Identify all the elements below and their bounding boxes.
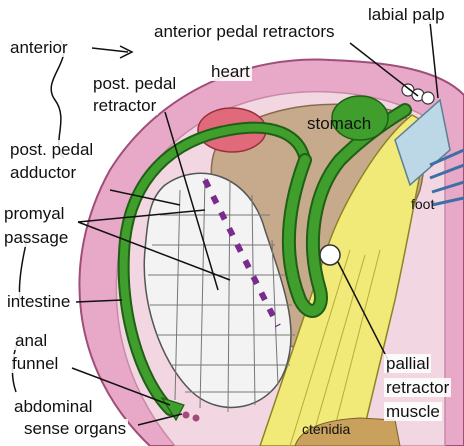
label-anal-funnel-line1: anal	[13, 331, 49, 350]
label-abdominal-sense-organs-line2: sense organs	[22, 419, 128, 438]
label-pallial-retractor-muscle-line1: pallial	[384, 354, 431, 373]
label-heart: heart	[209, 62, 252, 81]
pallial-retractor-ring	[320, 245, 340, 265]
label-promyal-passage-line2: passage	[2, 228, 70, 247]
label-post-pedal-retractor-line1: post. pedal	[91, 74, 178, 93]
label-promyal-passage-line1: promyal	[2, 204, 66, 223]
label-pallial-retractor-muscle-line2: retractor	[384, 378, 451, 397]
label-foot: foot	[409, 196, 436, 212]
label-anterior: anterior	[8, 38, 70, 57]
label-post-pedal-adductor-line1: post. pedal	[8, 140, 95, 159]
label-ctenidia: ctenidia	[300, 421, 352, 437]
label-intestine: intestine	[5, 292, 72, 311]
label-post-pedal-adductor-line2: adductor	[8, 163, 78, 182]
sense-organ-dot-1	[183, 412, 190, 419]
label-stomach: stomach	[305, 114, 373, 133]
label-abdominal-sense-organs-line1: abdominal	[12, 397, 94, 416]
label-post-pedal-retractor-line2: retractor	[91, 96, 158, 115]
label-anal-funnel-line2: funnel	[10, 354, 60, 373]
label-anterior-pedal-retractors: anterior pedal retractors	[152, 22, 336, 41]
label-labial-palp: labial palp	[366, 5, 447, 24]
sense-organ-dot-2	[193, 415, 200, 422]
label-pallial-retractor-muscle-line3: muscle	[384, 402, 442, 421]
